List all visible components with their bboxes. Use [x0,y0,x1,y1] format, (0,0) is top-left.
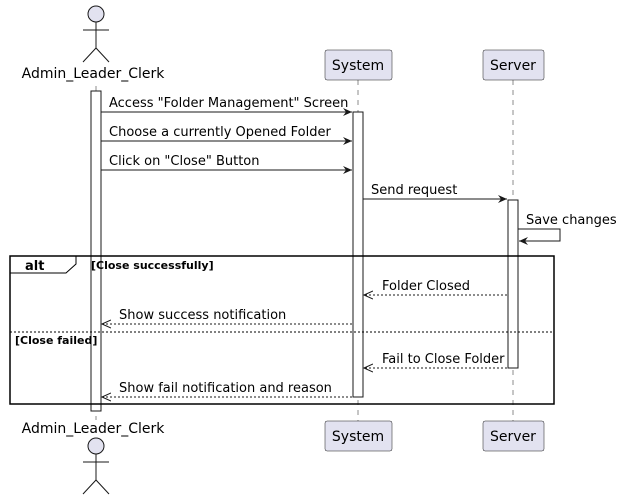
message-label: Show fail notification and reason [119,381,332,396]
system-label-bottom: System [332,429,384,445]
alt-frame [9,255,555,405]
alt-keyword: alt [25,259,44,274]
message-label: Save changes [526,213,617,228]
alt-guard-success: [Close successfully] [91,259,214,272]
alt-tab [10,255,77,274]
message-label: Click on "Close" Button [109,154,259,169]
actor-activation [90,90,102,412]
server-box-bottom [482,420,545,452]
server-label-top: Server [490,58,536,74]
system-label-top: System [332,58,384,74]
message-label: Choose a currently Opened Folder [109,125,331,140]
message-label: Access "Folder Management" Screen [109,96,348,111]
message-label: Send request [371,183,457,198]
system-box-bottom [324,420,393,452]
actor-label-bottom: Admin_Leader_Clerk [22,421,166,437]
server-activation [507,199,519,369]
alt-guard-failed: [Close failed] [15,334,97,347]
message-label: Show success notification [119,308,286,323]
message-label: Folder Closed [382,279,470,294]
actor-stick-figure-bottom [82,437,110,495]
self-message-arrow [518,228,561,245]
server-label-bottom: Server [490,429,536,445]
actor-stick-figure-top [82,5,110,63]
actor-label-top: Admin_Leader_Clerk [22,66,166,82]
system-box-top [324,49,393,81]
message-label: Fail to Close Folder [382,352,505,367]
system-activation [352,111,364,398]
server-box-top [482,49,545,81]
